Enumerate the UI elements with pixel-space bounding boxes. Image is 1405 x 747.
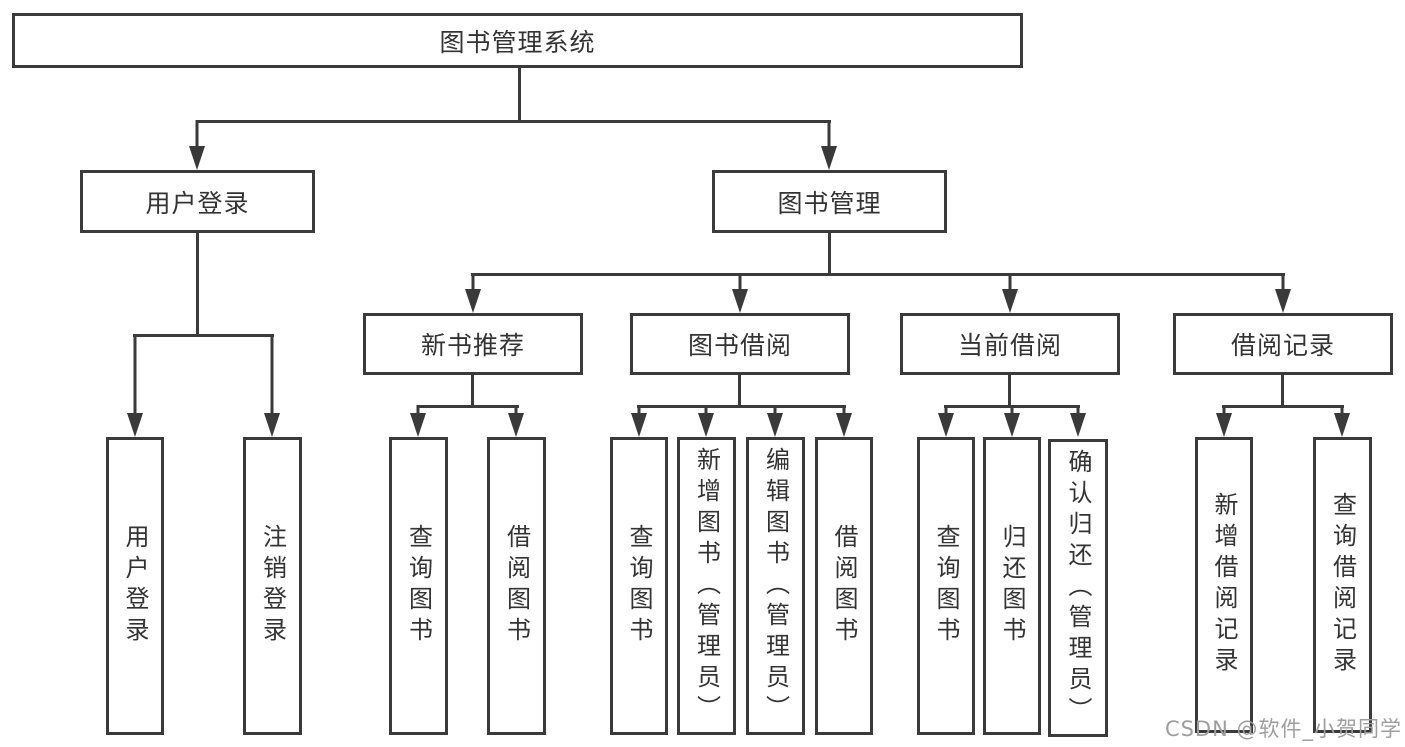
leaf-nb-borrow-books: 借阅图书 — [487, 437, 546, 735]
connector-arrow-cb-query — [938, 405, 954, 437]
node-current-borrow: 当前借阅 — [900, 313, 1120, 375]
connector-new-book-distribution — [417, 405, 519, 408]
leaf-logout-label: 注销登录 — [258, 524, 287, 648]
leaf-bb-add-books-admin-label: 新增图书（管理员） — [692, 446, 721, 726]
node-user-login: 用户登录 — [80, 170, 315, 233]
connector-arrow-bb-edit — [767, 405, 783, 437]
connector-user-login-trunk — [196, 233, 199, 337]
leaf-bb-edit-books-admin-label: 编辑图书（管理员） — [761, 446, 790, 726]
leaf-logout: 注销登录 — [243, 437, 302, 735]
connector-arrow-br-add — [1216, 405, 1232, 437]
connector-book-borrow-trunk — [738, 375, 741, 408]
leaf-nb-borrow-books-label: 借阅图书 — [502, 524, 531, 648]
leaf-cb-return-books-label: 归还图书 — [998, 524, 1026, 648]
leaf-br-add-record: 新增借阅记录 — [1195, 437, 1253, 733]
connector-arrow-new-book-recommend — [465, 273, 481, 313]
leaf-user-login: 用户登录 — [106, 437, 164, 735]
leaf-cb-query-books: 查询图书 — [917, 437, 975, 735]
node-root-library-system: 图书管理系统 — [12, 13, 1023, 68]
connector-arrow-book-borrow — [732, 273, 748, 313]
node-book-management: 图书管理 — [712, 170, 947, 233]
leaf-br-query-record: 查询借阅记录 — [1313, 437, 1372, 733]
connector-arrow-cb-confirm — [1070, 405, 1086, 437]
connector-arrow-borrow-records — [1275, 273, 1291, 313]
connector-arrow-cb-return — [1004, 405, 1020, 437]
leaf-bb-query-books: 查询图书 — [610, 437, 668, 735]
leaf-cb-return-books: 归还图书 — [983, 437, 1041, 735]
leaf-nb-query-books: 查询图书 — [389, 437, 448, 735]
connector-arrow-user-login — [189, 120, 205, 170]
connector-arrow-br-query — [1334, 405, 1350, 437]
leaf-cb-confirm-return-admin: 确认归还（管理员） — [1048, 439, 1108, 737]
connector-book-management-trunk — [828, 233, 831, 276]
leaf-cb-confirm-return-admin-label: 确认归还（管理员） — [1064, 448, 1092, 728]
connector-user-login-distribution — [133, 334, 274, 337]
leaf-bb-add-books-admin: 新增图书（管理员） — [677, 437, 736, 735]
connector-current-borrow-trunk — [1008, 375, 1011, 408]
connector-arrow-current-borrow — [1002, 273, 1018, 313]
connector-arrow-leaf-user-login — [127, 334, 143, 437]
leaf-br-add-record-label: 新增借阅记录 — [1210, 492, 1238, 678]
connector-new-book-trunk — [471, 375, 474, 408]
leaf-nb-query-books-label: 查询图书 — [404, 524, 433, 648]
connector-arrow-nb-query — [410, 405, 426, 437]
connector-book-management-distribution — [471, 273, 1285, 276]
connector-arrow-leaf-logout — [264, 334, 280, 437]
leaf-bb-borrow-books: 借阅图书 — [815, 437, 873, 735]
leaf-bb-borrow-books-label: 借阅图书 — [830, 524, 858, 648]
connector-arrow-nb-borrow — [508, 405, 524, 437]
leaf-bb-edit-books-admin: 编辑图书（管理员） — [746, 437, 805, 735]
connector-borrow-records-trunk — [1281, 375, 1284, 408]
connector-root-distribution — [196, 120, 831, 123]
connector-borrow-records-distribution — [1222, 405, 1344, 408]
leaf-bb-query-books-label: 查询图书 — [625, 524, 653, 648]
csdn-watermark: CSDN @软件_小贺同学 — [1164, 717, 1402, 741]
leaf-br-query-record-label: 查询借阅记录 — [1328, 492, 1357, 678]
node-new-book-recommend: 新书推荐 — [363, 313, 583, 375]
connector-arrow-book-management — [821, 120, 837, 170]
leaf-user-login-label: 用户登录 — [121, 524, 149, 648]
connector-arrow-bb-add — [698, 405, 714, 437]
connector-arrow-bb-borrow — [836, 405, 852, 437]
connector-root-trunk — [518, 68, 521, 122]
node-book-borrow: 图书借阅 — [630, 313, 850, 375]
node-borrow-records: 借阅记录 — [1173, 313, 1393, 375]
connector-book-borrow-distribution — [637, 405, 846, 408]
leaf-cb-query-books-label: 查询图书 — [932, 524, 960, 648]
connector-arrow-bb-query — [631, 405, 647, 437]
